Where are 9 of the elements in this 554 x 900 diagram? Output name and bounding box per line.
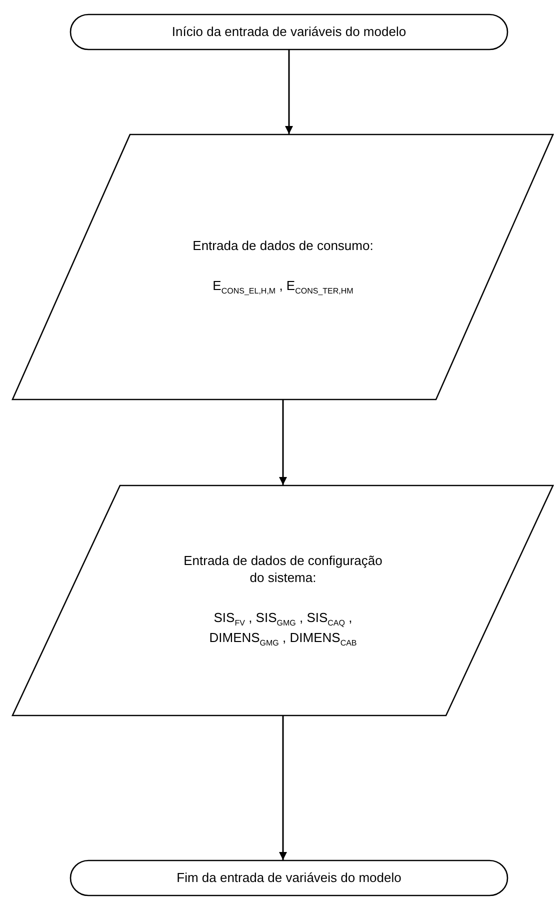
arrow (285, 50, 293, 134)
terminator-label: Início da entrada de variáveis do modelo (172, 23, 406, 41)
variable-list: E$_{CONS_EL,H,M}$ , E$_{CONS_TER,HM}$ (212, 276, 354, 297)
step-label: Entrada de dados de configuração do sistema: (183, 552, 383, 587)
arrow (279, 716, 287, 860)
step-label: Entrada de dados de consumo: (192, 237, 374, 255)
arrow (279, 400, 287, 485)
variable-list: SIS$_{FV}$ , SIS$_{GMG}$ , SIS$_{CAQ}$ , DIMENS$_{GMG}$ , DIMENS$_{CAB}$ (183, 608, 383, 650)
terminator-label: Fim da entrada de variáveis do modelo (176, 869, 402, 887)
